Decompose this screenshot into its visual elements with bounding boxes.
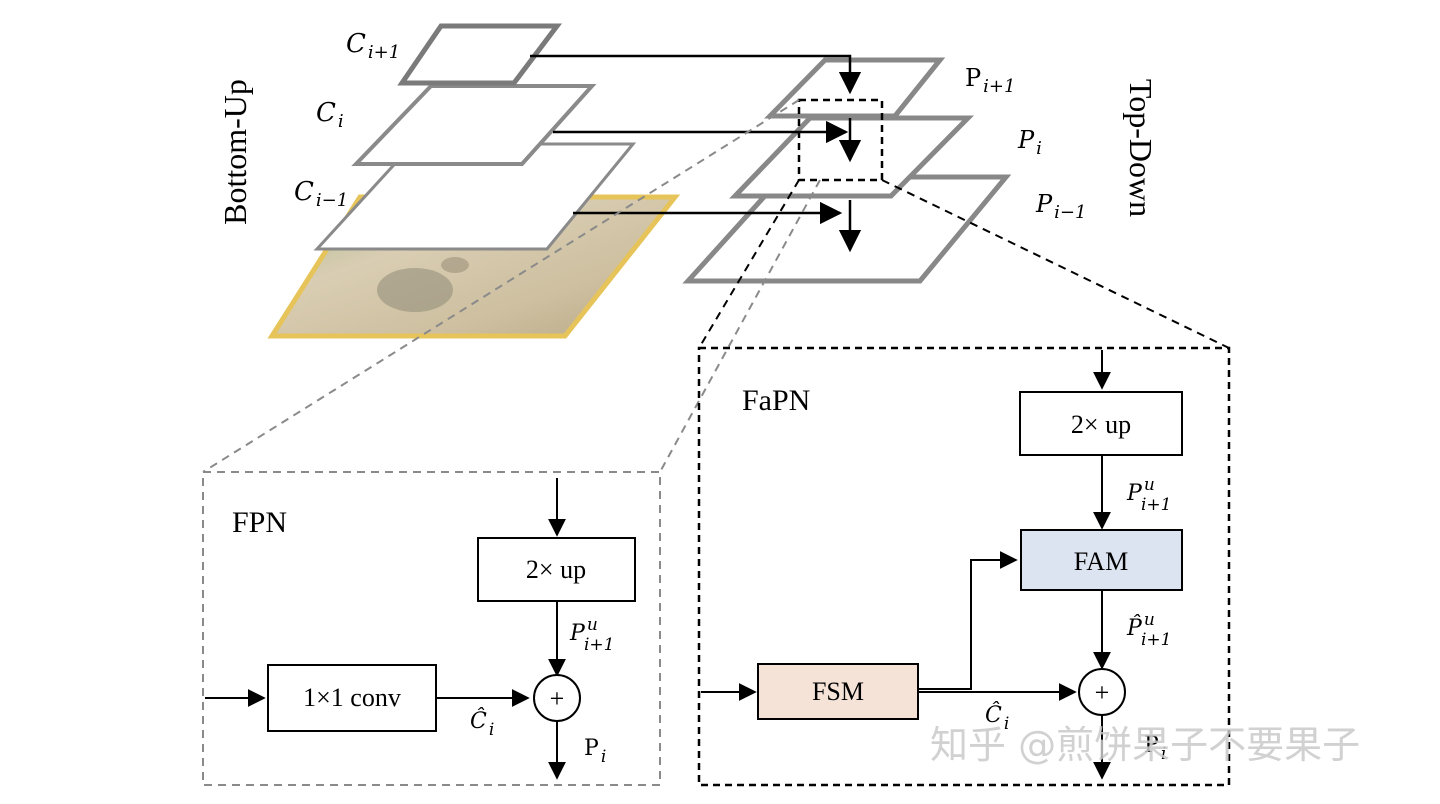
fpn-conv-box: 1×1 conv	[267, 664, 437, 732]
fapn-title: FaPN	[742, 384, 810, 417]
fapn-label-p-up-sub: i+1	[1141, 495, 1172, 515]
svg-text:1×1 conv: 1×1 conv	[303, 683, 401, 712]
bottom-up-label: Bottom-Up	[217, 79, 253, 225]
top-down-label: Top-Down	[1123, 79, 1159, 217]
fpn-arrows	[205, 478, 566, 780]
svg-text:FSM: FSM	[812, 677, 864, 706]
svg-text:FAM: FAM	[1074, 547, 1128, 576]
fsm-box: FSM	[757, 663, 919, 720]
layer-p-i-plus-1	[764, 57, 946, 119]
fapn-label-p-hat-up: P̂u	[1126, 610, 1155, 641]
fpn-up-box: 2× up	[477, 537, 636, 602]
svg-text:+: +	[1095, 678, 1110, 707]
svg-text:2× up: 2× up	[1071, 410, 1131, 439]
fpn-panel	[202, 471, 661, 786]
fapn-label-p-hat-up-sub: i+1	[1141, 630, 1172, 650]
zoom-connectors	[202, 99, 1230, 473]
fam-box: FAM	[1020, 529, 1183, 591]
zoom-region-box	[797, 98, 884, 182]
fapn-panel	[697, 346, 1231, 787]
fpn-label-p-up-sub: i+1	[584, 635, 615, 655]
fapn-up-box: 2× up	[1019, 391, 1183, 456]
layer-c-i-minus-1	[313, 142, 637, 251]
svg-text:2× up: 2× up	[526, 555, 586, 584]
layer-p-i-minus-1	[682, 174, 1012, 284]
fapn-sum-node: +	[1078, 668, 1126, 716]
layer-c-i-plus-1	[397, 23, 563, 86]
fpn-title: FPN	[232, 506, 287, 539]
watermark: 知乎 @煎饼果子不要果子	[930, 723, 1360, 767]
fpn-sum-node: +	[533, 674, 581, 722]
fapn-arrows	[701, 350, 1111, 780]
svg-text:+: +	[550, 684, 565, 713]
layer-c-i	[351, 84, 597, 166]
